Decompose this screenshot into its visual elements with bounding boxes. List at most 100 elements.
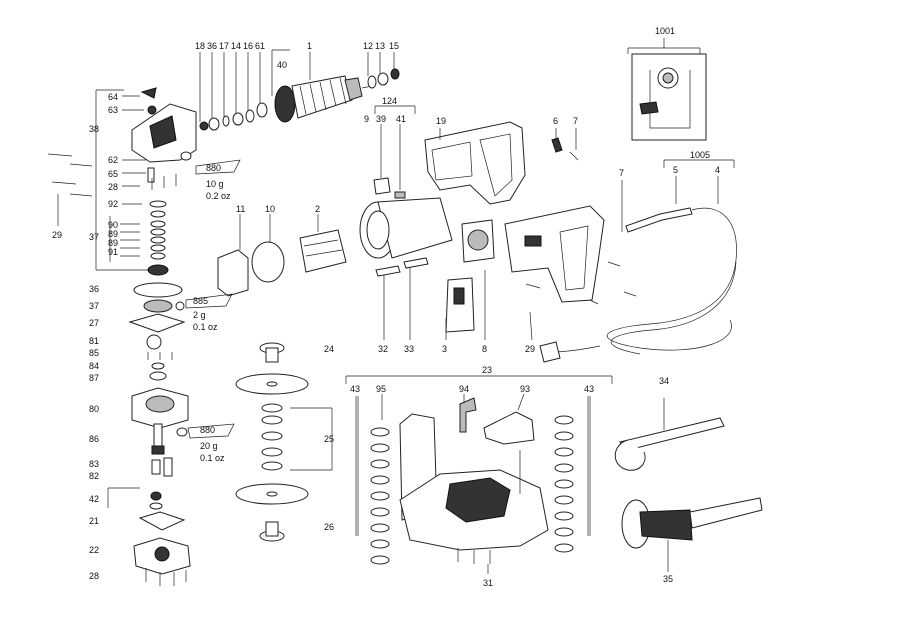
label-35: 35: [663, 574, 673, 584]
label-83: 83: [89, 459, 99, 469]
label-29: 29: [52, 230, 62, 240]
left-column-group: [47, 87, 197, 586]
screw-icon: [623, 291, 637, 297]
label-85: 85: [89, 348, 99, 358]
label-1: 1: [307, 41, 312, 51]
detail-inset: [627, 38, 707, 141]
plug-icon: [539, 341, 561, 363]
gear-housing-icon: [424, 121, 526, 205]
screw-icon: [529, 311, 533, 341]
motor-parts-group: [199, 49, 400, 131]
label-62: 62: [108, 155, 118, 165]
spring-icon: [147, 105, 157, 115]
end-shield-icon: [461, 219, 495, 263]
label-18: 18: [195, 41, 205, 51]
screw-icon: [69, 163, 93, 167]
armature-icon: [274, 75, 373, 123]
screwdriver-icon: [621, 497, 763, 572]
label-6: 6: [553, 116, 558, 126]
label-11: 11: [236, 204, 245, 214]
label-36: 36: [207, 41, 217, 51]
handle-housing-icon: [504, 205, 605, 303]
bearing-icon: [208, 117, 220, 131]
label-5: 5: [673, 165, 678, 175]
label-12: 12: [363, 41, 373, 51]
label-16: 16: [243, 41, 253, 51]
label-8: 8: [482, 344, 487, 354]
label-7: 7: [573, 116, 578, 126]
label-94: 94: [459, 384, 469, 394]
label-885: 885: [193, 296, 208, 306]
label-7-b: 7: [619, 168, 624, 178]
label-19: 19: [436, 116, 446, 126]
label-1005: 1005: [690, 150, 710, 160]
weight-grams: 10 g: [206, 179, 224, 189]
lever-icon: [140, 87, 157, 99]
label-63: 63: [108, 105, 118, 115]
spindle-icon: [151, 423, 165, 455]
weight-grams: 2 g: [193, 310, 206, 320]
screw-icon: [69, 193, 93, 197]
brush-holder-icon: [373, 177, 391, 195]
weight-ounces: 0.2 oz: [206, 191, 231, 201]
bushing-icon: [163, 457, 173, 477]
weight-ounces: 0.1 oz: [193, 322, 218, 332]
cable-clamp-icon: [551, 137, 563, 153]
label-61: 61: [255, 41, 265, 51]
label-10: 10: [265, 204, 275, 214]
gearbox-icon: [131, 387, 189, 429]
label-95: 95: [376, 384, 386, 394]
nut-icon: [390, 68, 400, 80]
screw-icon: [589, 299, 599, 305]
label-2: 2: [315, 204, 320, 214]
label-31: 31: [483, 578, 493, 588]
o-ring-icon: [146, 334, 162, 350]
label-80: 80: [89, 404, 99, 414]
screw-icon: [607, 261, 621, 267]
ring-icon: [256, 102, 268, 118]
drill-stand-group: [345, 375, 613, 574]
washer-icon: [149, 200, 167, 208]
label-91: 91: [108, 247, 118, 257]
label-34: 34: [659, 376, 669, 386]
switch-icon: [445, 277, 475, 333]
washer-icon: [245, 109, 255, 123]
label-17: 17: [219, 41, 229, 51]
washer-icon: [222, 115, 230, 127]
insulation-strip-icon: [403, 257, 429, 269]
fan-guide-icon: [251, 241, 285, 283]
screw-icon: [525, 283, 541, 289]
label-3: 3: [442, 344, 447, 354]
weight-callout-885: 885 2 g 0.1 oz: [185, 293, 233, 332]
label-43-b: 43: [584, 384, 594, 394]
power-cable-icon: [539, 159, 737, 363]
label-36-b: 36: [89, 284, 99, 294]
bearing-plate-icon: [133, 282, 183, 298]
label-9: 9: [364, 114, 369, 124]
label-82: 82: [89, 471, 99, 481]
label-28-b: 28: [89, 571, 99, 581]
bearing-icon: [232, 112, 244, 126]
label-880: 880: [206, 163, 221, 173]
label-38: 38: [89, 124, 99, 134]
bearing-icon: [377, 72, 389, 86]
label-84: 84: [89, 361, 99, 371]
label-21: 21: [89, 516, 99, 526]
weight-grams: 20 g: [200, 441, 218, 451]
label-29-b: 29: [525, 344, 535, 354]
pin-icon: [151, 459, 161, 475]
clamp-lever-icon: [459, 397, 477, 433]
label-64: 64: [108, 92, 118, 102]
label-43: 43: [350, 384, 360, 394]
label-37: 37: [89, 232, 99, 242]
label-4: 4: [715, 165, 720, 175]
gasket-icon: [128, 313, 186, 333]
motor-housing-icon: [359, 197, 453, 259]
label-37-b: 37: [89, 301, 99, 311]
label-81: 81: [89, 336, 99, 346]
carbon-brush-icon: [394, 191, 406, 199]
label-28: 28: [108, 182, 118, 192]
